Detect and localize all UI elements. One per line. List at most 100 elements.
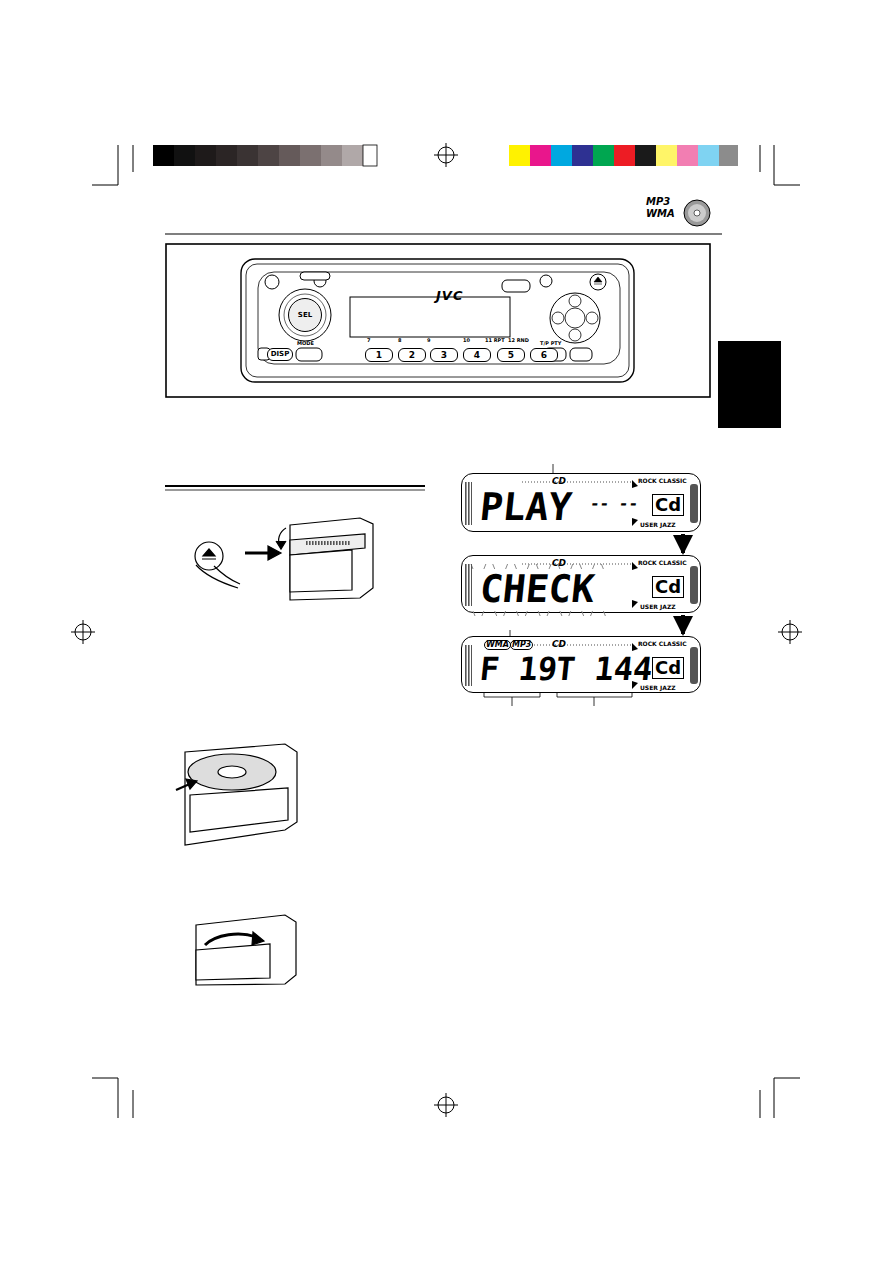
button-label: 5: [508, 351, 514, 360]
blink-ray: [482, 611, 484, 616]
level-bar: [522, 481, 632, 482]
blink-ray: [560, 611, 562, 616]
blink-ray: [493, 564, 495, 569]
button-label: 4: [474, 351, 480, 360]
source-indicator: Cd: [652, 657, 684, 679]
blink-ray: [571, 564, 573, 569]
blink-ray: [603, 611, 605, 616]
blink-ray: [495, 611, 497, 616]
button-caption: 8: [398, 338, 401, 343]
door-close-illustration: [196, 915, 296, 985]
button-label: 2: [409, 351, 415, 360]
blink-ray: [601, 564, 603, 569]
blink-ray: [484, 564, 486, 569]
cd-indicator: CD: [552, 640, 566, 649]
wma-indicator: WMA: [484, 640, 511, 650]
button-label: 1: [376, 351, 382, 360]
source-indicator: Cd: [652, 494, 684, 516]
control-dial: SEL: [288, 298, 322, 332]
eq-mode-label: ROCK CLASSIC: [638, 641, 687, 647]
level-meter: [464, 482, 472, 525]
eq-mode-label: ROCK CLASSIC: [638, 560, 687, 566]
section-rule: [165, 486, 425, 490]
eq-mode-label: USER JAZZ: [640, 604, 676, 610]
header-rule: [165, 233, 722, 234]
level-bar: [522, 644, 632, 645]
eq-mode-label: USER JAZZ: [640, 522, 676, 528]
lcd-main-text: PLAY: [478, 488, 574, 526]
blink-ray: [593, 564, 595, 569]
blink-ray: [504, 611, 506, 616]
folder-number: F 19: [478, 653, 558, 685]
preset-button: 5: [497, 348, 525, 362]
button-caption: 12 RND: [508, 338, 529, 343]
blink-ray: [569, 611, 571, 616]
level-meter: [690, 566, 698, 604]
crop-marks: [92, 145, 800, 1118]
button-label: SEL: [298, 312, 312, 319]
flow-arrow: [681, 615, 685, 634]
button-label: DISP: [271, 351, 290, 358]
button-caption: 7: [367, 338, 370, 343]
lcd-time: -- --: [589, 496, 639, 512]
cd-indicator: CD: [552, 477, 566, 486]
blink-ray: [516, 611, 518, 616]
preset-button: 3: [430, 348, 458, 362]
button-caption: 11 RPT: [485, 338, 505, 343]
format-logo: MP3: [646, 197, 670, 207]
source-indicator: Cd: [652, 576, 684, 598]
button-label: 6: [541, 351, 547, 360]
button-caption: MODE: [297, 341, 314, 346]
preset-button: 4: [463, 348, 491, 362]
blink-ray: [527, 564, 529, 569]
blink-ray: [591, 611, 593, 616]
eq-pointer: [632, 480, 638, 488]
blink-ray: [549, 564, 551, 569]
disc-insert-illustration: [176, 744, 297, 845]
eq-pointer: [632, 643, 638, 651]
format-logo: WMA: [646, 209, 675, 219]
blink-ray: [536, 564, 538, 569]
button-caption: T/P PTY: [540, 341, 561, 346]
eq-mode-label: ROCK CLASSIC: [638, 478, 687, 484]
preset-button: 6: [530, 348, 558, 362]
level-meter: [690, 647, 698, 684]
mp3-indicator: MP3: [510, 640, 533, 650]
eq-pointer: [632, 518, 638, 526]
colour-bar: [509, 145, 738, 166]
blink-ray: [514, 564, 516, 569]
brand-logo: JVC: [436, 289, 463, 302]
blink-ray: [538, 611, 540, 616]
preset-button: 2: [398, 348, 426, 362]
figure-frame: [166, 244, 710, 397]
lcd-main-text: CHECK: [478, 570, 596, 608]
lcd-display: CD CHECK Cd ROCK CLASSIC USER JAZZ: [461, 555, 701, 613]
grey-scale-bar: [153, 145, 377, 166]
preset-button: 1: [365, 348, 393, 362]
button-label: 3: [441, 351, 447, 360]
blink-ray: [506, 564, 508, 569]
button-caption: 9: [427, 338, 430, 343]
level-meter: [690, 484, 698, 523]
eq-pointer: [632, 600, 638, 608]
blink-ray: [582, 611, 584, 616]
level-bar: [522, 563, 632, 564]
section-tab: [718, 341, 781, 428]
blink-ray: [547, 611, 549, 616]
level-meter: [464, 564, 472, 606]
registration-marks: [71, 143, 802, 1117]
lcd-display: WMAMP3CDF 19T 144CdROCK CLASSICUSER JAZZ: [461, 636, 701, 693]
faceplate: JVC 1 2 3 4 5 6 DISP SEL: [240, 258, 635, 383]
blink-ray: [473, 611, 475, 616]
disp-button: DISP: [267, 348, 293, 361]
blink-ray: [580, 564, 582, 569]
eq-pointer: [632, 562, 638, 570]
blink-ray: [525, 611, 527, 616]
cd-indicator: CD: [552, 559, 566, 568]
disc-icon: [684, 200, 710, 226]
eject-illustration: [195, 518, 373, 600]
eq-mode-label: USER JAZZ: [640, 685, 676, 691]
flow-arrow: [681, 534, 685, 553]
